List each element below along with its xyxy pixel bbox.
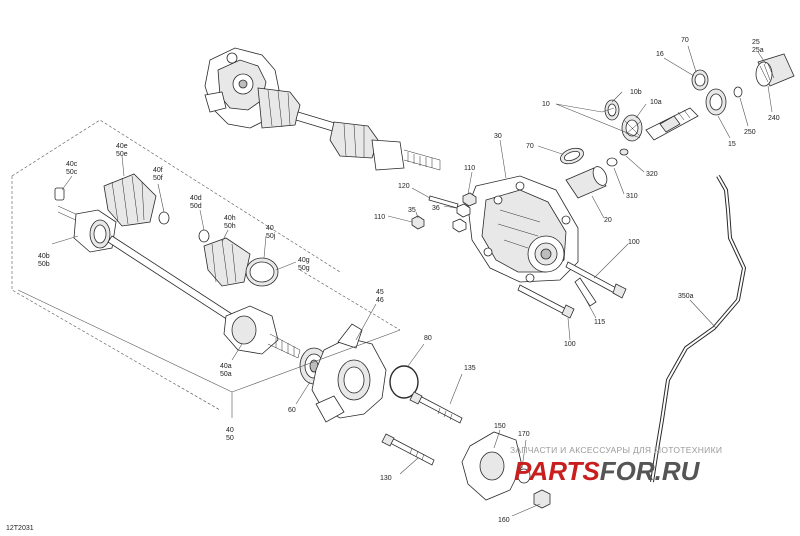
callout-350a: 350a (678, 293, 694, 300)
callout-115: 115 (594, 319, 605, 326)
callout-16: 16 (656, 51, 664, 58)
callout-10: 10 (542, 101, 550, 108)
callout-70-mid: 70 (526, 143, 534, 150)
pinion-assembly (560, 53, 795, 199)
differential-housing (467, 175, 579, 283)
callout-60: 60 (288, 407, 296, 414)
wheel-knuckle (299, 323, 551, 509)
housing-bolts (517, 261, 627, 319)
upper-drive-shaft (204, 47, 441, 171)
callout-135: 135 (464, 365, 476, 372)
cv-shaft-kit-outline (11, 119, 401, 411)
small-fasteners (411, 192, 477, 233)
callout-36: 36 (432, 205, 440, 212)
lower-drive-shaft (54, 173, 301, 359)
callout-150: 150 (494, 423, 506, 430)
callout-70-top: 70 (681, 37, 689, 44)
callout-120: 120 (398, 183, 410, 190)
callout-100-upper: 100 (628, 239, 640, 246)
callout-15: 15 (728, 141, 736, 148)
watermark-brand: PARTSFOR.RU (514, 456, 701, 486)
callout-310: 310 (626, 193, 638, 200)
callout-170: 170 (518, 431, 530, 438)
callout-240: 240 (768, 115, 780, 122)
callout-160: 160 (498, 517, 510, 524)
callout-110-upper: 110 (464, 165, 475, 172)
diagram-code: 12T2031 (6, 525, 34, 532)
callout-250: 250 (744, 129, 756, 136)
callout-30: 30 (494, 133, 502, 140)
callout-80: 80 (424, 335, 432, 342)
watermark-brand-left: PARTS (514, 456, 600, 486)
callout-130: 130 (380, 475, 392, 482)
watermark-brand-right: FOR.RU (600, 456, 701, 486)
watermark: ЗАПЧАСТИ И АКСЕССУАРЫ ДЛЯ МОТОТЕХНИКИ PA… (510, 445, 722, 486)
callout-35: 35 (408, 207, 416, 214)
callout-20: 20 (604, 217, 612, 224)
callout-10b: 10b (630, 89, 642, 96)
callout-110-lower: 110 (374, 214, 385, 221)
watermark-tagline: ЗАПЧАСТИ И АКСЕССУАРЫ ДЛЯ МОТОТЕХНИКИ (510, 445, 722, 455)
breather-hose (650, 175, 747, 483)
callout-10a: 10a (650, 99, 662, 106)
callout-320: 320 (646, 171, 658, 178)
leader-lines (17, 45, 773, 517)
callout-100-lower: 100 (564, 341, 576, 348)
